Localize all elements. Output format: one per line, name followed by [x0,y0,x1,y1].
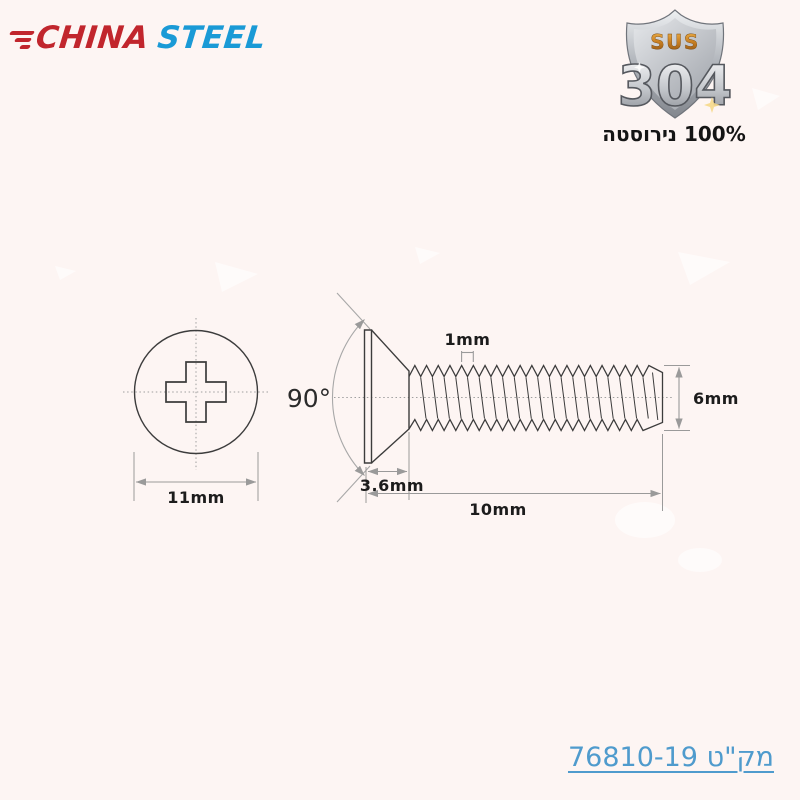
diameter-label: 6mm [693,389,739,408]
watermark-shape [678,548,722,572]
screw-thread-outline [408,364,664,432]
screw-head-cone [370,329,410,464]
watermark-shape [415,247,440,264]
watermark-shape [752,88,780,110]
sus304-shield-badge: SUS 304 [617,9,733,119]
shield-inner-face [633,18,717,110]
pitch-marker-bracket [461,351,474,362]
shield-sus-text: SUS [650,30,700,54]
countersink-angle-arc [331,319,365,476]
length-label: 10mm [469,500,527,519]
screw-thread-flank-lines [420,372,659,421]
stainless-caption: 100% נירוסטה [602,122,746,146]
diameter-extension-lines [664,365,690,431]
watermark-shape [215,262,258,292]
watermark-shape [55,266,76,280]
countersink-angle-label: 90° [287,384,331,413]
phillips-cross-recess [165,361,227,423]
screw-head-front-view [133,329,259,455]
sku-link[interactable]: מק"ט 76810-19 [567,742,774,773]
watermark-shape [678,252,730,285]
head-diameter-label: 11mm [167,488,225,507]
front-view-centerlines [123,318,270,470]
screw-head-face [363,329,373,464]
watermark-shape [615,502,675,538]
head-height-extension-lines [365,432,410,503]
head-diameter-extension-lines [133,452,259,501]
head-height-label: 3.6mm [360,476,424,495]
sparkle-icon [634,62,645,73]
pitch-label: 1mm [445,330,491,349]
sparkle-icon [704,97,720,113]
